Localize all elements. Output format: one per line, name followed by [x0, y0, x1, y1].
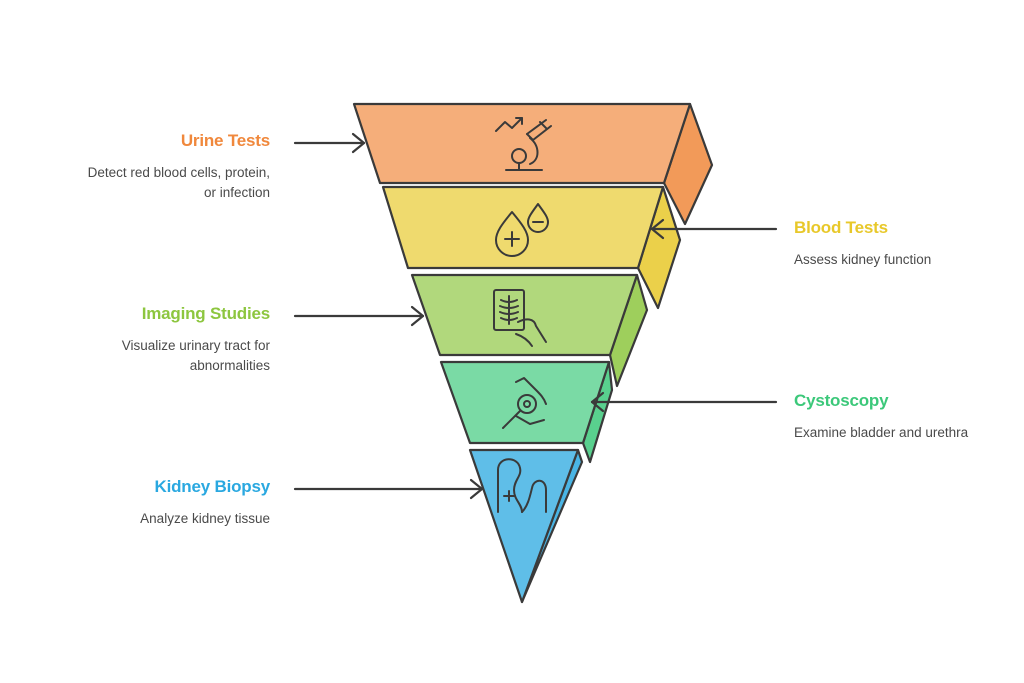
imaging-studies-description: Visualize urinary tract for abnormalitie… [121, 338, 270, 373]
cystoscopy-label: Cystoscopy Examine bladder and urethra [794, 391, 968, 443]
biopsy-band-front [468, 448, 580, 604]
biopsy-band [468, 448, 584, 604]
imaging-studies-arrow [293, 305, 425, 327]
blood-tests-label: Blood Tests Assess kidney function [794, 218, 931, 270]
cystoscope-icon [502, 377, 547, 429]
blood-tests-arrow [650, 218, 778, 240]
cystoscopy-description: Examine bladder and urethra [794, 425, 969, 440]
icons [493, 117, 552, 513]
urine-band-front [352, 102, 692, 185]
urine-tests-description: Detect red blood cells, protein, or infe… [87, 165, 270, 200]
cystoscopy-title: Cystoscopy [794, 391, 889, 410]
kidney-biopsy-title: Kidney Biopsy [154, 477, 271, 496]
blood-tests-description: Assess kidney function [794, 252, 932, 267]
urine-tests-title: Urine Tests [180, 131, 270, 150]
kidney-biopsy-label: Kidney Biopsy Analyze kidney tissue [140, 477, 270, 529]
microscope-trend-icon [495, 117, 552, 171]
urine-tests-arrow [293, 132, 366, 154]
imaging-studies-label: Imaging Studies Visualize urinary tract … [121, 304, 271, 376]
urine-tests-label: Urine Tests Detect red blood cells, prot… [87, 131, 271, 203]
kidney-needle-icon [497, 458, 547, 513]
cystoscopy-arrow [590, 391, 778, 413]
urine-band [352, 102, 714, 226]
xray-scan-icon [493, 289, 547, 347]
kidney-biopsy-description: Analyze kidney tissue [140, 511, 270, 526]
blood-tests-title: Blood Tests [794, 218, 888, 237]
imaging-studies-title: Imaging Studies [141, 304, 270, 323]
pyramid [352, 102, 714, 604]
kidney-biopsy-arrow [293, 478, 484, 500]
blood-drop-plus-minus-icon [495, 203, 549, 257]
arrows [293, 132, 778, 500]
